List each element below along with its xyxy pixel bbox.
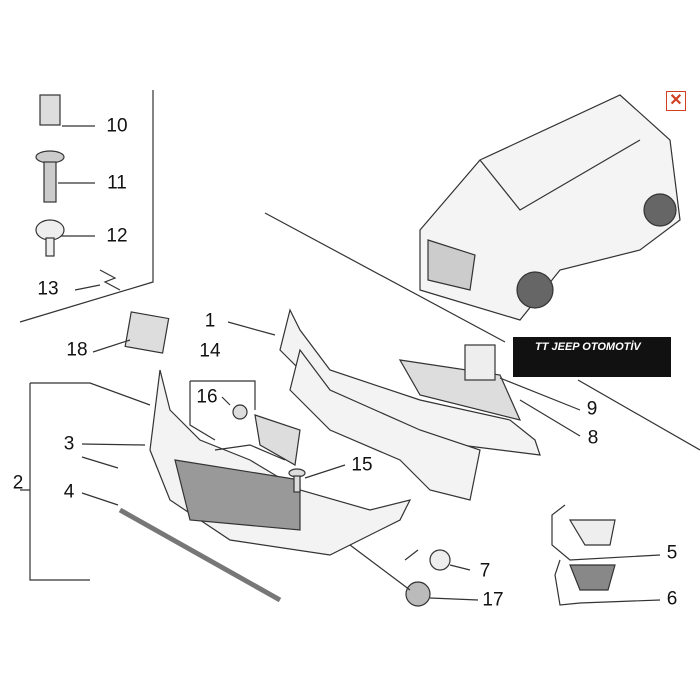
callout-18: 18 bbox=[66, 339, 88, 361]
part-11-screw bbox=[35, 150, 65, 203]
callout-16: 16 bbox=[196, 386, 218, 408]
callout-9: 9 bbox=[586, 398, 598, 420]
close-button[interactable]: ✕ bbox=[666, 91, 686, 111]
part-9-bracket bbox=[464, 344, 496, 381]
callout-5: 5 bbox=[666, 542, 678, 564]
part-6-grille bbox=[569, 564, 616, 591]
callout-15: 15 bbox=[351, 454, 373, 476]
part-18-bracket bbox=[124, 311, 170, 354]
part-16-bracket bbox=[254, 414, 301, 466]
group-bracket-line bbox=[19, 90, 154, 323]
part-4-strip bbox=[118, 507, 282, 603]
part-16-nut bbox=[232, 404, 248, 420]
part-10-clip bbox=[39, 94, 61, 126]
car-leader-line bbox=[264, 212, 700, 451]
callout-14: 14 bbox=[199, 340, 221, 362]
callout-17: 17 bbox=[482, 589, 504, 611]
part-12-pin bbox=[35, 219, 65, 257]
callout-1: 1 bbox=[204, 310, 216, 332]
callout-7: 7 bbox=[479, 560, 491, 582]
part-7-cap bbox=[429, 549, 451, 571]
part-5-cap bbox=[568, 519, 616, 546]
callout-4: 4 bbox=[63, 481, 75, 503]
callout-8: 8 bbox=[587, 427, 599, 449]
callout-13: 13 bbox=[37, 278, 59, 300]
part-1-bumper-cover bbox=[279, 308, 541, 501]
callout-3: 3 bbox=[63, 433, 75, 455]
dealer-logo-banner: TT JEEP OTOMOTİV bbox=[513, 337, 671, 377]
part-13-clip bbox=[99, 269, 121, 291]
callout-11: 11 bbox=[107, 172, 127, 194]
callout-12: 12 bbox=[106, 225, 128, 247]
part-17-cap bbox=[405, 581, 431, 607]
callout-6: 6 bbox=[666, 588, 678, 610]
part-15-screw bbox=[288, 468, 306, 493]
car-jeep-renegade bbox=[419, 94, 681, 321]
part-2-lower-bumper bbox=[149, 369, 412, 556]
callout-2: 2 bbox=[12, 472, 24, 494]
banner-text: TT JEEP OTOMOTİV bbox=[535, 341, 641, 353]
callout-10: 10 bbox=[106, 115, 128, 137]
